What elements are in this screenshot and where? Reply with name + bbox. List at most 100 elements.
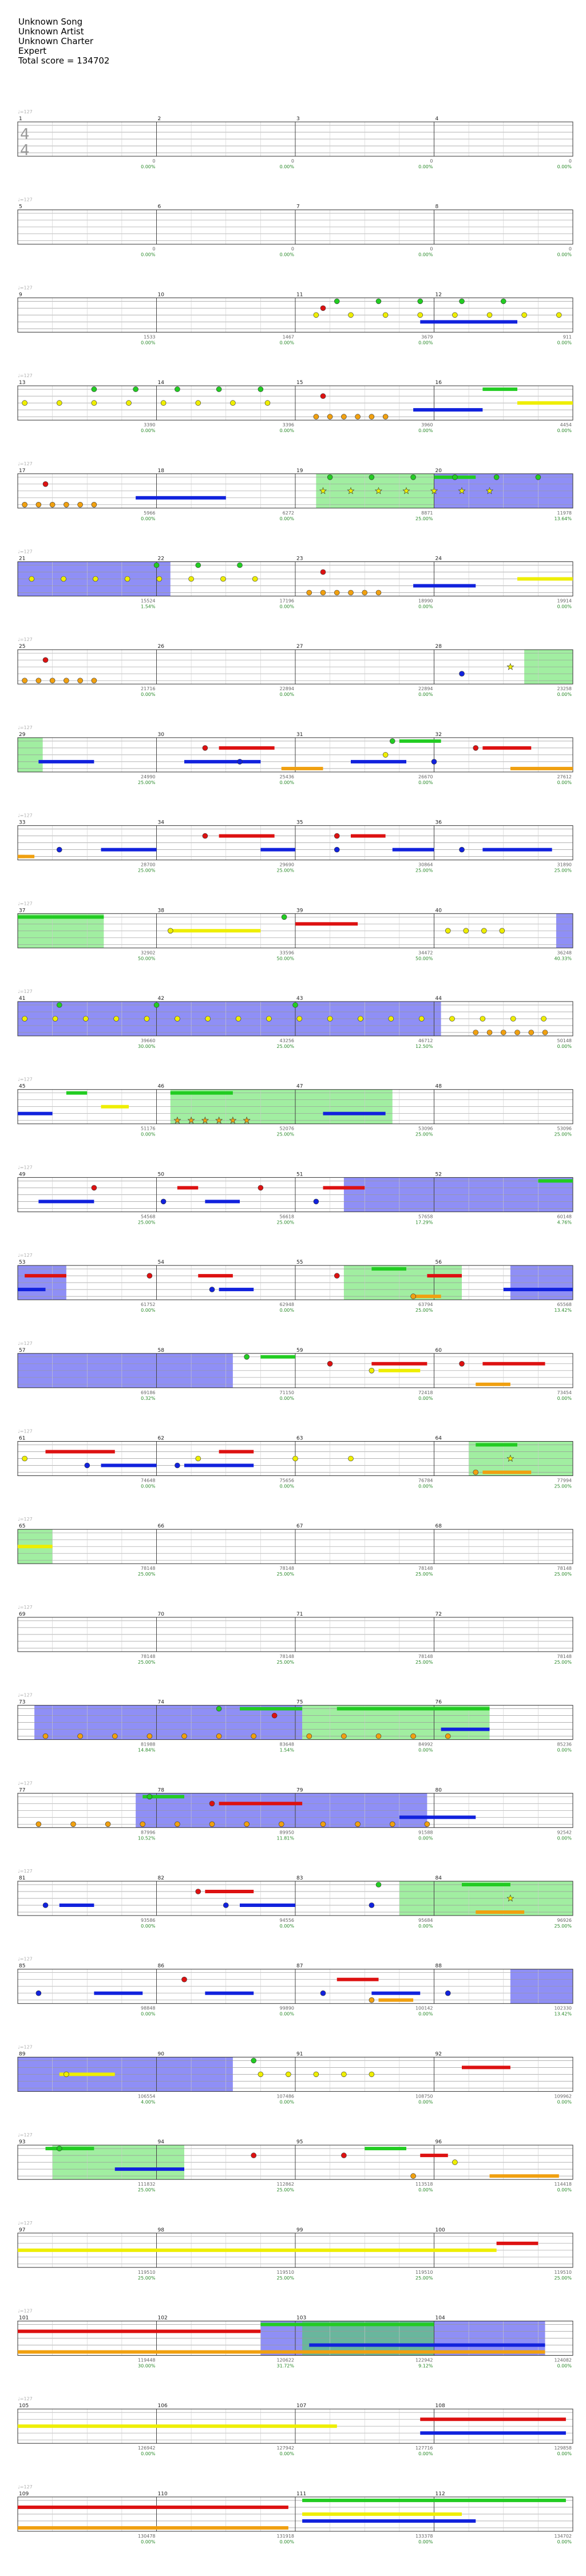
measure-percent: 0.00% [418, 1835, 433, 1841]
staff-frame [17, 1001, 573, 1036]
sustain-yellow [517, 577, 573, 581]
staff-frame [17, 1705, 573, 1740]
measure-percent: 0.00% [418, 164, 433, 169]
note-yellow [417, 312, 423, 318]
measure-score: 57658 [418, 1214, 433, 1219]
note-orange [70, 1821, 76, 1827]
measure-number: 1 [19, 116, 22, 122]
note-orange [500, 1030, 506, 1035]
sustain-orange [281, 766, 323, 770]
measure-number: 24 [435, 556, 442, 562]
note-orange [251, 1733, 257, 1739]
bpm-label: ♩=127 [18, 1429, 33, 1434]
measure-score: 1533 [144, 334, 155, 339]
staff-frame [17, 2496, 573, 2532]
note-red [341, 2152, 347, 2158]
measure-percent: 25.00% [415, 1132, 433, 1137]
bpm-label: ♩=127 [18, 1077, 33, 1082]
note-green [327, 474, 333, 480]
measure-score: 130478 [138, 2534, 156, 2539]
sustain-red [25, 1274, 66, 1278]
note-red [202, 833, 208, 839]
sustain-green [476, 1443, 517, 1447]
sustain-blue [94, 1991, 143, 1995]
note-yellow [61, 576, 66, 582]
note-yellow [160, 400, 167, 406]
note-yellow [113, 1016, 119, 1022]
measure-score: 111832 [138, 2182, 156, 2187]
measure-percent: 0.00% [141, 252, 156, 258]
sustain-red [420, 2417, 566, 2421]
measure-percent: 0.00% [280, 2099, 295, 2104]
measure-score: 27612 [557, 774, 572, 779]
note-blue [334, 846, 340, 853]
staff-frame [17, 1265, 573, 1300]
measure-number: 38 [158, 908, 165, 913]
note-red [202, 745, 208, 751]
measure-number: 77 [19, 1787, 25, 1793]
note-green [375, 298, 382, 304]
note-blue [160, 1198, 167, 1205]
measure-number: 23 [296, 556, 303, 562]
measure-score: 63794 [418, 1302, 433, 1307]
note-orange [341, 1733, 347, 1739]
measure-number: 105 [19, 2403, 29, 2409]
measure-percent: 50.00% [276, 956, 294, 961]
measure-number: 60 [435, 1348, 442, 1354]
measure-percent: 0.00% [141, 340, 156, 345]
sustain-green [538, 1179, 573, 1183]
measure-number: 99 [296, 2227, 303, 2233]
bpm-label: ♩=127 [18, 901, 33, 906]
sustain-green [260, 2322, 434, 2326]
note-yellow [292, 1455, 298, 1462]
measure-score: 119510 [276, 2270, 294, 2275]
sustain-orange [18, 2350, 282, 2354]
measure-percent: 0.00% [557, 2539, 572, 2545]
measure-number: 80 [435, 1787, 442, 1793]
measure-score: 127716 [415, 2446, 433, 2451]
sustain-blue [302, 2519, 476, 2523]
measure-score: 0 [291, 247, 294, 252]
sustain-orange [476, 1382, 510, 1386]
note-yellow [452, 2159, 458, 2165]
measure-number: 40 [435, 908, 442, 913]
measure-percent: 0.00% [557, 780, 572, 785]
measure-number: 46 [158, 1084, 165, 1090]
measure-percent: 40.33% [554, 956, 572, 961]
measure-number: 26 [158, 644, 165, 650]
note-yellow [286, 2071, 291, 2078]
measure-score: 36248 [557, 950, 572, 955]
note-yellow [348, 312, 354, 318]
star-note-yellow [506, 1454, 514, 1462]
note-orange [42, 1733, 49, 1739]
measure-number: 6 [158, 204, 161, 210]
measure-score: 78148 [280, 1566, 294, 1571]
measure-percent: 0.00% [557, 2451, 572, 2456]
measure-percent: 25.00% [415, 1572, 433, 1577]
measure-score: 99890 [280, 2006, 294, 2011]
note-yellow [296, 1016, 303, 1022]
note-orange [140, 1821, 146, 1827]
measure-number: 35 [296, 820, 303, 826]
staff-frame [17, 1177, 573, 1212]
measure-score: 83648 [280, 1742, 294, 1747]
note-yellow [64, 2071, 69, 2078]
measure-percent: 0.00% [280, 692, 295, 697]
note-green [251, 2057, 257, 2064]
note-yellow [205, 1016, 211, 1022]
sustain-red [496, 2241, 539, 2245]
measure-percent: 0.00% [418, 780, 433, 785]
note-green [153, 562, 160, 568]
measure-score: 22894 [280, 686, 294, 691]
bpm-label: ♩=127 [18, 1341, 33, 1346]
note-orange [528, 1030, 534, 1035]
measure-percent: 25.00% [276, 1220, 294, 1225]
note-blue [431, 759, 437, 765]
measure-number: 87 [296, 1964, 303, 1969]
note-red [209, 1801, 215, 1807]
sustain-blue [205, 1200, 240, 1204]
measure-score: 106554 [138, 2094, 156, 2099]
